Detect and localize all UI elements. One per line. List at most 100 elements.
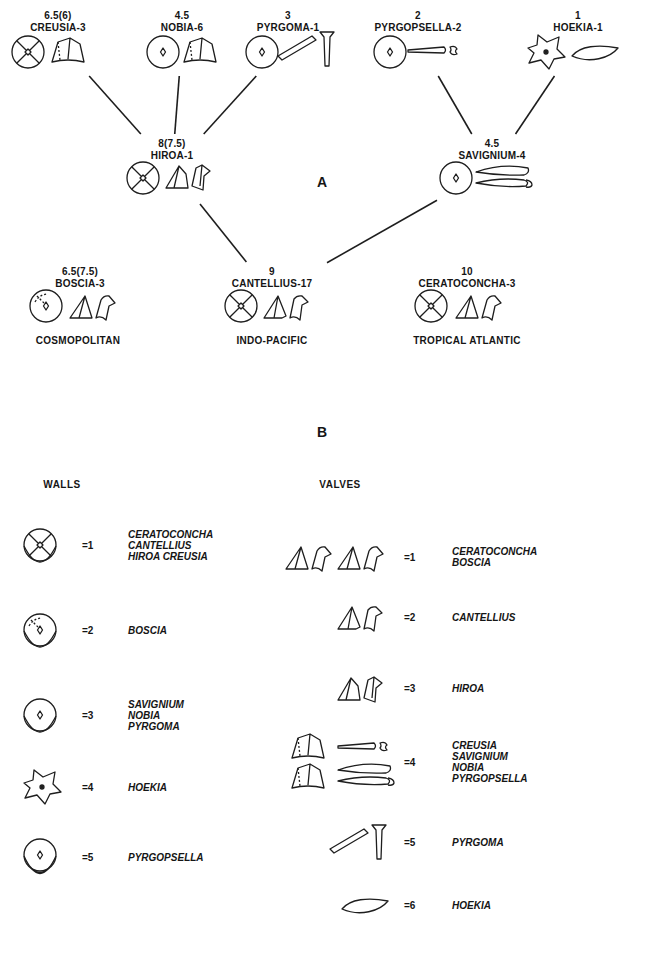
valve-icon <box>572 46 618 60</box>
state-number: =3 <box>404 683 415 694</box>
column-heading: WALLS <box>43 479 81 490</box>
valve-icon <box>278 32 334 66</box>
region-label-slot: COSMOPOLITAN <box>36 335 121 346</box>
valve-icon <box>184 38 216 62</box>
genus-name: CERATOCONCHA-3 <box>419 278 516 290</box>
wall-icon <box>12 36 44 68</box>
panel-letter: B <box>317 424 327 440</box>
score-number: 10 <box>461 266 473 278</box>
state-number-slot: =2 <box>404 612 415 623</box>
state-number: =2 <box>404 612 415 623</box>
genus-name: PYRGOMA-1 <box>257 22 319 34</box>
phylogeny-line <box>204 76 257 134</box>
valve-icon <box>338 742 387 750</box>
genus-list: HIROA <box>452 683 484 694</box>
genus-node: 1HOEKIA-1 <box>526 6 630 76</box>
genus-list: CREUSIA SAVIGNIUM NOBIA PYRGOPSELLA <box>452 740 528 784</box>
wall-rim <box>24 856 56 874</box>
genus-node: 10CERATOCONCHA-3 <box>411 262 523 326</box>
genus-node: 2PYRGOPSELLA-2 <box>368 6 468 76</box>
genus-node: 6.5(6)CREUSIA-3 <box>8 6 108 76</box>
genus-list-slot: HIROA <box>452 683 484 694</box>
valve-icon <box>330 825 386 859</box>
genus-list-slot: HOEKIA <box>452 900 491 911</box>
wall-icon <box>24 529 56 561</box>
phylogeny-line <box>516 76 555 134</box>
state-number-slot: =3 <box>404 683 415 694</box>
phylogeny-line <box>200 204 246 262</box>
score-number: 4.5 <box>175 10 190 22</box>
score-number: 6.5(6) <box>44 10 71 22</box>
genus-name: PYRGOPSELLA-2 <box>374 22 461 34</box>
wall-icon <box>440 162 472 194</box>
valve-icon <box>342 899 388 913</box>
genus-list-slot: BOSCIA <box>128 625 167 636</box>
score-number: 4.5 <box>485 138 500 150</box>
genus-list: PYRGOMA <box>452 837 504 848</box>
state-number: =2 <box>82 625 93 636</box>
region-label-slot: TROPICAL ATLANTIC <box>413 335 521 346</box>
genus-name: CREUSIA-3 <box>30 22 86 34</box>
score-number: 3 <box>285 10 291 22</box>
wall-rim <box>24 716 56 732</box>
state-number-slot: =6 <box>404 900 415 911</box>
genus-list: CERATOCONCHA CANTELLIUS HIROA CREUSIA <box>128 529 213 562</box>
genus-node: 4.5SAVIGNIUM-4 <box>437 134 547 204</box>
state-number: =5 <box>82 852 93 863</box>
genus-name: SAVIGNIUM-4 <box>458 150 525 162</box>
panel-letter-slot: B <box>317 424 327 440</box>
wall-rim <box>24 546 56 562</box>
genus-node: 8(7.5)HIROA-1 <box>120 134 224 204</box>
wall-icon <box>528 35 565 69</box>
region-label-slot: INDO-PACIFIC <box>236 335 307 346</box>
state-number-slot: =4 <box>82 782 93 793</box>
score-number: 6.5(7.5) <box>62 266 98 278</box>
score-number: 1 <box>575 10 581 22</box>
genus-node: 4.5NOBIA-6 <box>140 6 224 76</box>
genus-list: HOEKIA <box>452 900 491 911</box>
genus-list-slot: HOEKIA <box>128 782 167 793</box>
column-heading: VALVES <box>319 479 361 490</box>
state-number-slot: =3 <box>82 710 93 721</box>
genus-list: SAVIGNIUM NOBIA PYRGOMA <box>128 699 184 732</box>
region-label: COSMOPOLITAN <box>36 335 121 346</box>
genus-list: CANTELLIUS <box>452 612 515 623</box>
valve-icon <box>70 296 115 320</box>
state-number: =6 <box>404 900 415 911</box>
wall-icon <box>24 770 61 804</box>
genus-list-slot: CREUSIA SAVIGNIUM NOBIA PYRGOPSELLA <box>452 740 528 784</box>
phylogeny-line <box>89 76 141 134</box>
score-number: 8(7.5) <box>158 138 185 150</box>
column-heading-slot: VALVES <box>319 479 361 490</box>
genus-list-slot: PYRGOMA <box>452 837 504 848</box>
valve-icon <box>338 764 394 785</box>
genus-node: 3PYRGOMA-1 <box>238 6 338 76</box>
genus-name: HOEKIA-1 <box>553 22 602 34</box>
state-number-slot: =4 <box>404 757 415 768</box>
valve-icon <box>292 734 324 758</box>
genus-name: NOBIA-6 <box>161 22 204 34</box>
wall-icon <box>147 36 179 68</box>
valve-icon <box>476 166 532 187</box>
region-label: TROPICAL ATLANTIC <box>413 335 521 346</box>
wall-icon <box>24 839 56 871</box>
state-number-slot: =5 <box>404 837 415 848</box>
wall-icon <box>246 36 278 68</box>
score-number: 9 <box>269 266 275 278</box>
state-number-slot: =5 <box>82 852 93 863</box>
valve-icon <box>292 764 324 788</box>
panel-letter: A <box>317 174 327 190</box>
state-number: =1 <box>404 552 415 563</box>
valve-icon <box>338 677 382 702</box>
region-label: INDO-PACIFIC <box>236 335 307 346</box>
genus-name: BOSCIA-3 <box>55 278 104 290</box>
state-number-slot: =1 <box>404 552 415 563</box>
genus-list-slot: CANTELLIUS <box>452 612 515 623</box>
phylogeny-line <box>175 76 180 134</box>
score-number: 2 <box>415 10 421 22</box>
valve-icon <box>456 296 501 320</box>
wall-icon <box>225 290 257 322</box>
state-number: =4 <box>82 782 93 793</box>
wall-icon <box>374 36 406 68</box>
state-number-slot: =1 <box>82 540 93 551</box>
